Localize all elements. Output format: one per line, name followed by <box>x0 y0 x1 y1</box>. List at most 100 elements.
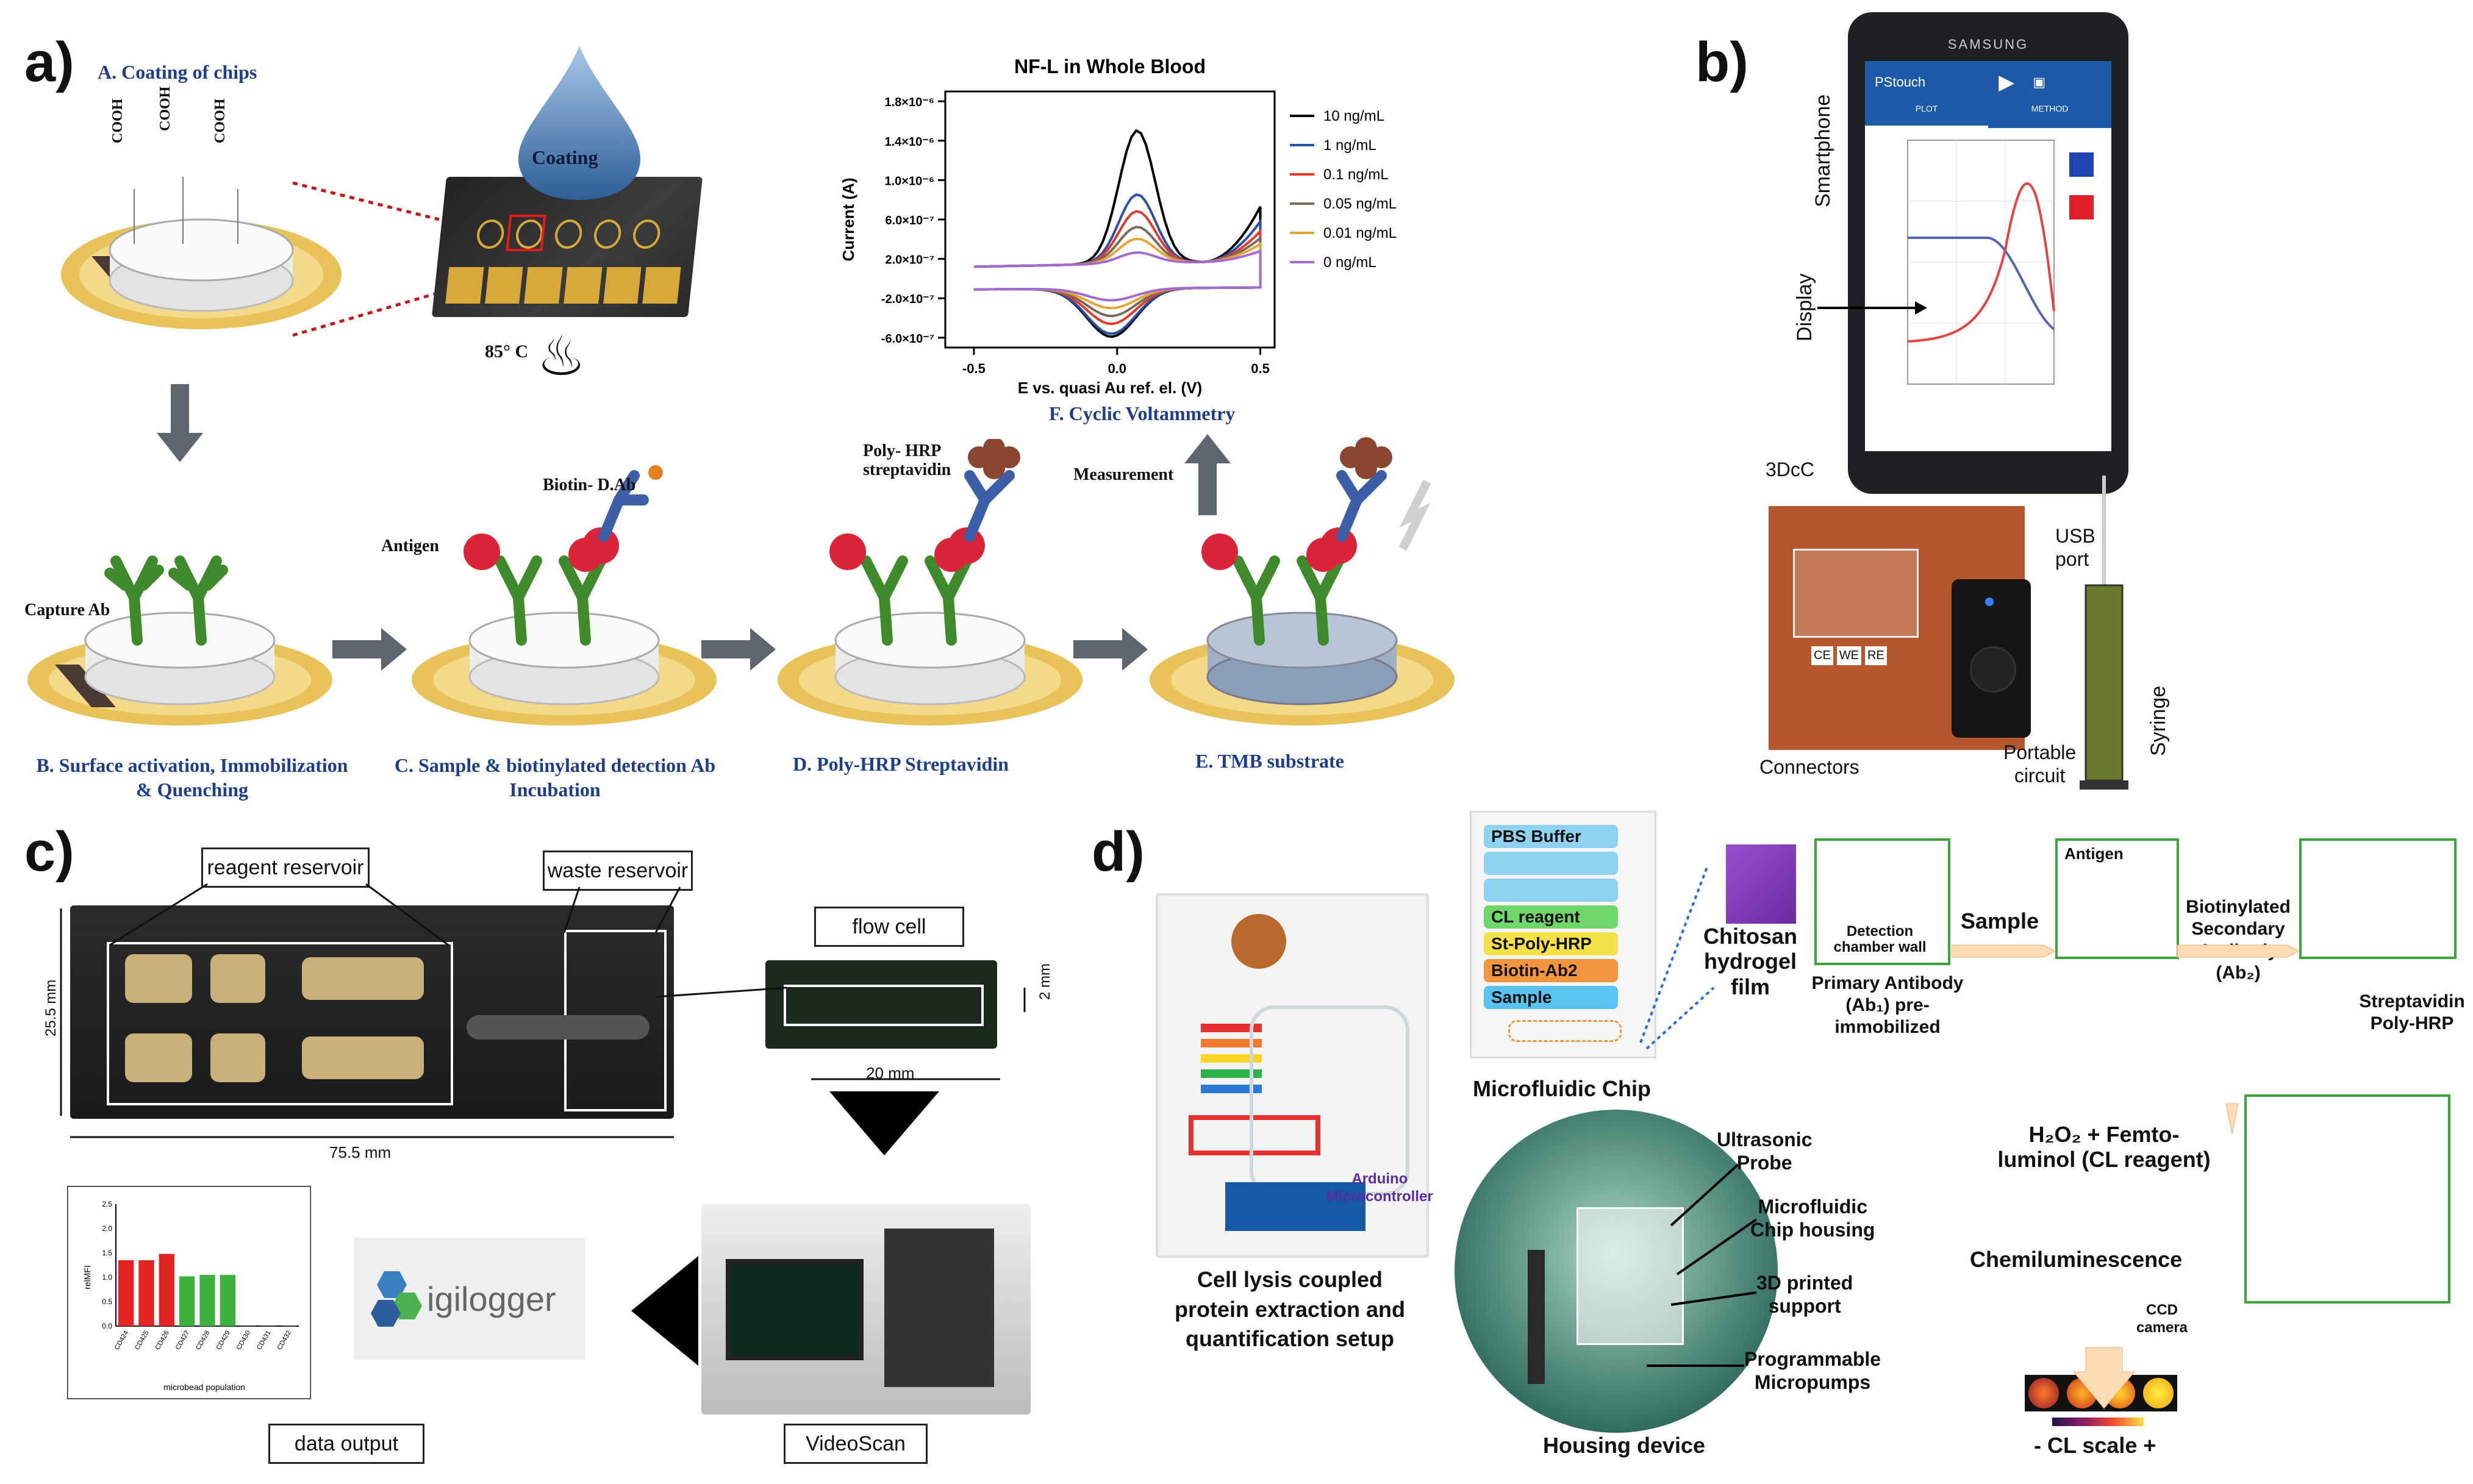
cv-y-tick-label: 1.8×10⁻⁶ <box>885 96 935 109</box>
electrode-connectors: CE WE RE <box>1811 646 1887 665</box>
cooh-label-3: COOH <box>212 98 228 143</box>
data-output-label: data output <box>268 1424 424 1464</box>
syringe <box>2080 476 2128 790</box>
mini-y-tick-label: 1.5 <box>102 1249 112 1257</box>
mini-bar <box>118 1260 134 1326</box>
housing-device-photo <box>1455 1110 1778 1433</box>
h2o2-label: H₂O₂ + Femto- luminol (CL reagent) <box>1997 1122 2211 1172</box>
biotinylated-complex-box <box>2299 838 2457 959</box>
phone-brand: SAMSUNG <box>1947 37 2029 52</box>
stage-e-illustration <box>1150 437 1455 726</box>
mini-ylabel: relMFI <box>82 1265 92 1290</box>
up-arrow <box>1184 434 1231 515</box>
three-dcc-chip <box>1793 549 1919 638</box>
ultrasonic-probe-label: Ultrasonic Probe <box>1717 1129 1813 1174</box>
videoscan-photo <box>701 1204 1031 1414</box>
coated-electrode-illustration <box>61 177 342 329</box>
left-triangle <box>631 1256 698 1366</box>
cv-x-tick-label: 0.5 <box>1251 361 1270 376</box>
bode-plot <box>1907 140 2094 385</box>
waste-reservoir-label: waste reservoir <box>543 851 693 891</box>
reagent-channel: CL reagent <box>1484 905 1618 929</box>
panel-a-label: a) <box>24 31 74 93</box>
cv-y-tick-label: -2.0×10⁻⁷ <box>881 293 934 306</box>
right-arrow-1 <box>332 628 407 671</box>
cv-legend-label: 0.05 ng/mL <box>1323 196 1397 212</box>
cv-series-line <box>973 226 1262 318</box>
chitosan-label: Chitosan hydrogel film <box>1703 924 1797 999</box>
portable-device <box>1952 579 2031 738</box>
cv-legend-label: 1 ng/mL <box>1323 137 1376 154</box>
arduino-label: Arduino Microcontroller <box>1326 1171 1433 1205</box>
mini-bar <box>240 1325 256 1327</box>
cv-legend-label: 10 ng/mL <box>1323 108 1384 124</box>
reagent-channel: Biotin-Ab2 <box>1484 959 1618 982</box>
flow-cell-height-label: 2 mm <box>1037 963 1053 1000</box>
mini-bar <box>199 1275 215 1326</box>
display-arrow <box>1817 301 1927 315</box>
reagent-channel: Sample <box>1484 986 1618 1009</box>
reagent-reservoir-label: reagent reservoir <box>201 847 370 888</box>
step-c-label: C. Sample & biotinylated detection Ab In… <box>394 754 716 801</box>
antigen-box <box>2055 838 2179 959</box>
relmfi-bar-chart: relMFI microbead population 0.00.51.01.5… <box>67 1186 311 1399</box>
zoom-lines <box>292 181 440 337</box>
phone-screen: PStouch ▶ ▣ PLOT METHOD <box>1865 61 2111 451</box>
cv-chart-xlabel: E vs. quasi Au ref. el. (V) <box>1018 379 1202 397</box>
final-complex-box <box>2244 1094 2450 1304</box>
syringe-label: Syringe <box>2147 685 2170 756</box>
stage-b-illustration <box>27 555 332 726</box>
reagent-channel: St-Poly-HRP <box>1484 932 1618 955</box>
circuit-board: CE WE RE <box>1769 506 2031 750</box>
printed-support-label: 3D printed support <box>1756 1272 1853 1318</box>
mini-bar <box>159 1254 174 1326</box>
tab-plot[interactable]: PLOT <box>1865 104 1988 128</box>
stage-d-illustration <box>778 439 1083 726</box>
portable-circuit-label: Portable circuit <box>2003 741 2077 787</box>
app-tabs: PLOT METHOD <box>1865 104 2111 128</box>
reagent-channel <box>1484 852 1618 875</box>
cv-legend-label: 0 ng/mL <box>1323 254 1376 271</box>
detection-wall-label: Detection chamber wall <box>1833 923 1927 956</box>
capture-ab-label: Capture Ab <box>24 601 110 619</box>
housing-callout-arrows <box>1647 1163 1758 1367</box>
antigen-label: Antigen <box>381 537 439 555</box>
cv-y-tick-label: 2.0×10⁻⁷ <box>885 254 934 267</box>
cl-scale-bar <box>2052 1418 2144 1426</box>
hex-logo-icon <box>371 1271 422 1327</box>
digilogger-logo: igilogger <box>354 1238 585 1360</box>
save-icon[interactable]: ▣ <box>2033 74 2046 90</box>
flow-arrows <box>1951 944 2300 1409</box>
hydrogel-photo <box>1726 844 1796 924</box>
mini-y-tick-label: 1.0 <box>102 1273 112 1282</box>
cv-series-line <box>973 193 1262 335</box>
play-icon[interactable]: ▶ <box>1999 71 2015 94</box>
mini-bar <box>179 1276 195 1326</box>
cv-chart-title: NF-L in Whole Blood <box>1014 55 1206 77</box>
microfluidic-cartridge-photo <box>70 905 674 1119</box>
flow-cell-box <box>784 985 984 1026</box>
cv-y-tick-label: 6.0×10⁻⁷ <box>885 214 934 227</box>
flow-cell-photo <box>765 960 997 1049</box>
cyclic-voltammetry-chart: NF-L in Whole Blood E vs. quasi Au ref. … <box>839 55 1397 397</box>
temperature-label: 85° C <box>485 341 529 362</box>
cv-x-tick-label: -0.5 <box>962 361 986 376</box>
streptavidin-label: Streptavidin Poly-HRP <box>2359 991 2465 1033</box>
usb-port-label: USB port <box>2055 525 2095 571</box>
device-led <box>1985 598 1994 606</box>
callout-lines <box>109 883 787 998</box>
videoscan-label: VideoScan <box>784 1424 928 1464</box>
cooh-label-2: COOH <box>157 86 173 131</box>
down-arrow <box>157 384 203 462</box>
app-name: PStouch <box>1875 74 1926 90</box>
mini-bar <box>260 1325 276 1327</box>
chemiluminescence-label: Chemiluminescence <box>1970 1247 2183 1272</box>
cv-x-tick-label: 0.0 <box>1108 361 1126 376</box>
micropumps-label: Programmable Micropumps <box>1744 1348 1881 1394</box>
connectors-label: Connectors <box>1759 756 1859 778</box>
tab-method[interactable]: METHOD <box>2031 104 2069 113</box>
cooh-label-1: COOH <box>110 98 126 143</box>
microscope <box>884 1229 994 1387</box>
panel-c-label: c) <box>24 821 74 883</box>
